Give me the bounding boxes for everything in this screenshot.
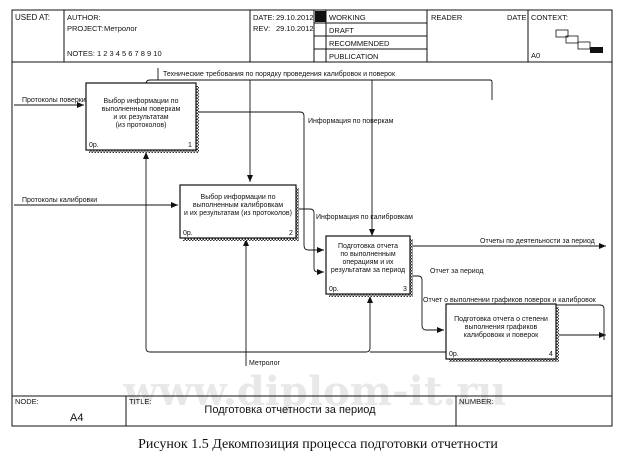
status-draft: DRAFT xyxy=(329,26,354,35)
context-node: A0 xyxy=(531,51,540,60)
notes-numbers: 1 2 3 4 5 6 7 8 9 10 xyxy=(97,49,162,58)
arrow-info-calib xyxy=(296,208,324,275)
box3-number: 3 xyxy=(403,286,407,293)
author-label: AUTHOR: xyxy=(67,13,101,22)
arrow-info-verif xyxy=(196,111,324,253)
project-value: Метролог xyxy=(104,24,137,33)
header: USED AT: AUTHOR: PROJECT: Метролог NOTES… xyxy=(12,10,612,63)
reader-date-label: DATE xyxy=(507,13,526,22)
activity-box-4 xyxy=(445,303,559,362)
watermark: www.diplom-it.ru xyxy=(123,368,507,415)
title-value: Подготовка отчетности за период xyxy=(204,404,376,416)
label-input-verif: Протоколы поверки xyxy=(22,97,86,104)
rev-value: 29.10.2012 xyxy=(276,24,314,33)
box4-line1: Подготовка отчета о степени xyxy=(454,316,548,323)
label-mechanism: Метролог xyxy=(249,360,280,367)
box1-line1: Выбор информации по xyxy=(104,97,179,105)
context-label: CONTEXT: xyxy=(531,13,568,22)
box1-line2: выполненным поверкам xyxy=(102,106,181,113)
arrow-out-schedule-branch xyxy=(498,304,605,340)
activity-box-3 xyxy=(325,235,413,297)
status-publication: PUBLICATION xyxy=(329,52,378,61)
label-control-top: Технические требования по порядку провед… xyxy=(163,70,396,78)
activity-box-1 xyxy=(85,82,199,153)
box1-cost: 0р. xyxy=(89,142,99,149)
footer: NODE: A4 TITLE: Подготовка отчетности за… xyxy=(12,395,612,426)
label-report-period: Отчет за период xyxy=(430,268,483,275)
arrow-report-period xyxy=(410,275,444,333)
label-info-calib: Информация по калибровкам xyxy=(316,213,413,221)
box3-line3: операциям и их xyxy=(342,259,394,266)
box3-line1: Подготовка отчета xyxy=(338,243,398,250)
box3-cost: 0р. xyxy=(329,286,339,293)
box3-line2: по выполненным xyxy=(340,251,396,258)
status-recommended: RECOMMENDED xyxy=(329,39,390,48)
date-value: 29.10.2012 xyxy=(276,13,314,22)
label-out-activity: Отчеты по деятельности за период xyxy=(480,238,595,245)
arrows xyxy=(14,68,606,366)
box4-number: 4 xyxy=(549,351,553,358)
node-value: A4 xyxy=(70,412,83,424)
used-at-label: USED AT: xyxy=(15,13,50,22)
label-info-verif: Информация по поверкам xyxy=(308,118,394,125)
context-thumbnail xyxy=(555,29,603,53)
box4-line3: калибровокк и поверок xyxy=(464,331,539,339)
box2-line1: Выбор информации по xyxy=(201,193,276,201)
box1-line4: (из протоколов) xyxy=(116,122,167,129)
box3-line4: результатам за период xyxy=(331,267,405,274)
notes-label: NOTES: xyxy=(67,49,95,58)
label-input-calib: Протоколы калибровки xyxy=(22,196,97,204)
box4-cost: 0р. xyxy=(449,351,459,358)
box2-cost: 0р. xyxy=(183,230,193,237)
box4-line2: выполнения графиков xyxy=(465,324,538,331)
label-out-schedule: Отчет о выполнении графиков поверок и ка… xyxy=(423,296,597,304)
node-label: NODE: xyxy=(15,397,39,406)
figure-caption: Рисунок 1.5 Декомпозиция процесса подгот… xyxy=(138,437,498,452)
box1-number: 1 xyxy=(188,142,192,149)
project-label: PROJECT: xyxy=(67,24,103,33)
box2-line2: выполненным калибровкам xyxy=(193,201,283,209)
date-label: DATE: xyxy=(253,13,275,22)
status-working: WORKING xyxy=(329,13,366,22)
working-status-marker xyxy=(315,11,326,22)
diagram-frame xyxy=(11,9,613,427)
rev-label: REV: xyxy=(253,24,270,33)
box1-line3: и их результатам xyxy=(113,114,168,121)
reader-label: READER xyxy=(431,13,463,22)
box2-number: 2 xyxy=(289,230,293,237)
number-label: NUMBER: xyxy=(459,397,494,406)
arrow-control-top xyxy=(143,68,493,236)
activity-box-2 xyxy=(179,184,299,241)
title-label: TITLE: xyxy=(129,397,152,406)
box2-line3: и их результатам (из протоколов) xyxy=(184,210,292,217)
